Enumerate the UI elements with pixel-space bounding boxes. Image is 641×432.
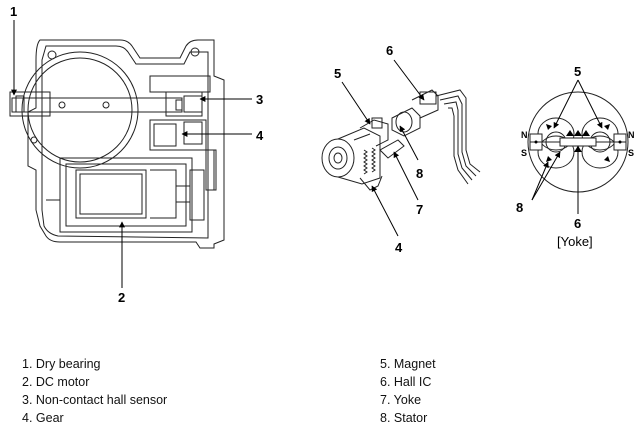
pole-s-left: S xyxy=(521,148,527,158)
actuator-diagram: 1 3 4 2 5 6 8 7 4 xyxy=(9,4,635,305)
legend-left: 1. Dry bearing 2. DC motor 3. Non-contac… xyxy=(22,355,167,427)
legend-item-magnet: 5. Magnet xyxy=(380,357,436,371)
legend-item-hall-ic: 6. Hall IC xyxy=(380,375,432,389)
pole-n-right: N xyxy=(628,130,635,140)
callout-6-middle: 6 xyxy=(386,43,393,58)
legend-item-hall-sensor: 3. Non-contact hall sensor xyxy=(22,393,168,407)
callout-7-middle: 7 xyxy=(416,202,423,217)
legend-right: 5. Magnet 6. Hall IC 7. Yoke 8. Stator xyxy=(380,355,436,427)
right-leaders xyxy=(531,79,603,214)
callout-3: 3 xyxy=(256,92,263,107)
callout-5-right: 5 xyxy=(574,64,581,79)
callout-1: 1 xyxy=(10,4,17,19)
legend-item-dry-bearing: 1. Dry bearing xyxy=(22,357,101,371)
callout-4: 4 xyxy=(256,128,264,143)
left-leaders xyxy=(11,20,252,288)
callout-4-middle: 4 xyxy=(395,240,403,255)
pole-s-right: S xyxy=(628,148,634,158)
yoke-caption: [Yoke] xyxy=(557,234,593,249)
middle-leaders xyxy=(341,59,425,237)
legend-item-stator: 8. Stator xyxy=(380,411,428,425)
legend-item-yoke: 7. Yoke xyxy=(380,393,422,407)
pole-n-left: N xyxy=(521,130,528,140)
legend-item-gear: 4. Gear xyxy=(22,411,64,425)
callout-2: 2 xyxy=(118,290,125,305)
callout-6-right: 6 xyxy=(574,216,581,231)
callout-5-middle: 5 xyxy=(334,66,341,81)
actuator-housing-drawing xyxy=(9,39,225,249)
legend-item-dc-motor: 2. DC motor xyxy=(22,375,90,389)
callout-8-middle: 8 xyxy=(416,166,423,181)
gear-sensor-assembly-drawing xyxy=(321,89,481,191)
callout-8-right: 8 xyxy=(516,200,523,215)
